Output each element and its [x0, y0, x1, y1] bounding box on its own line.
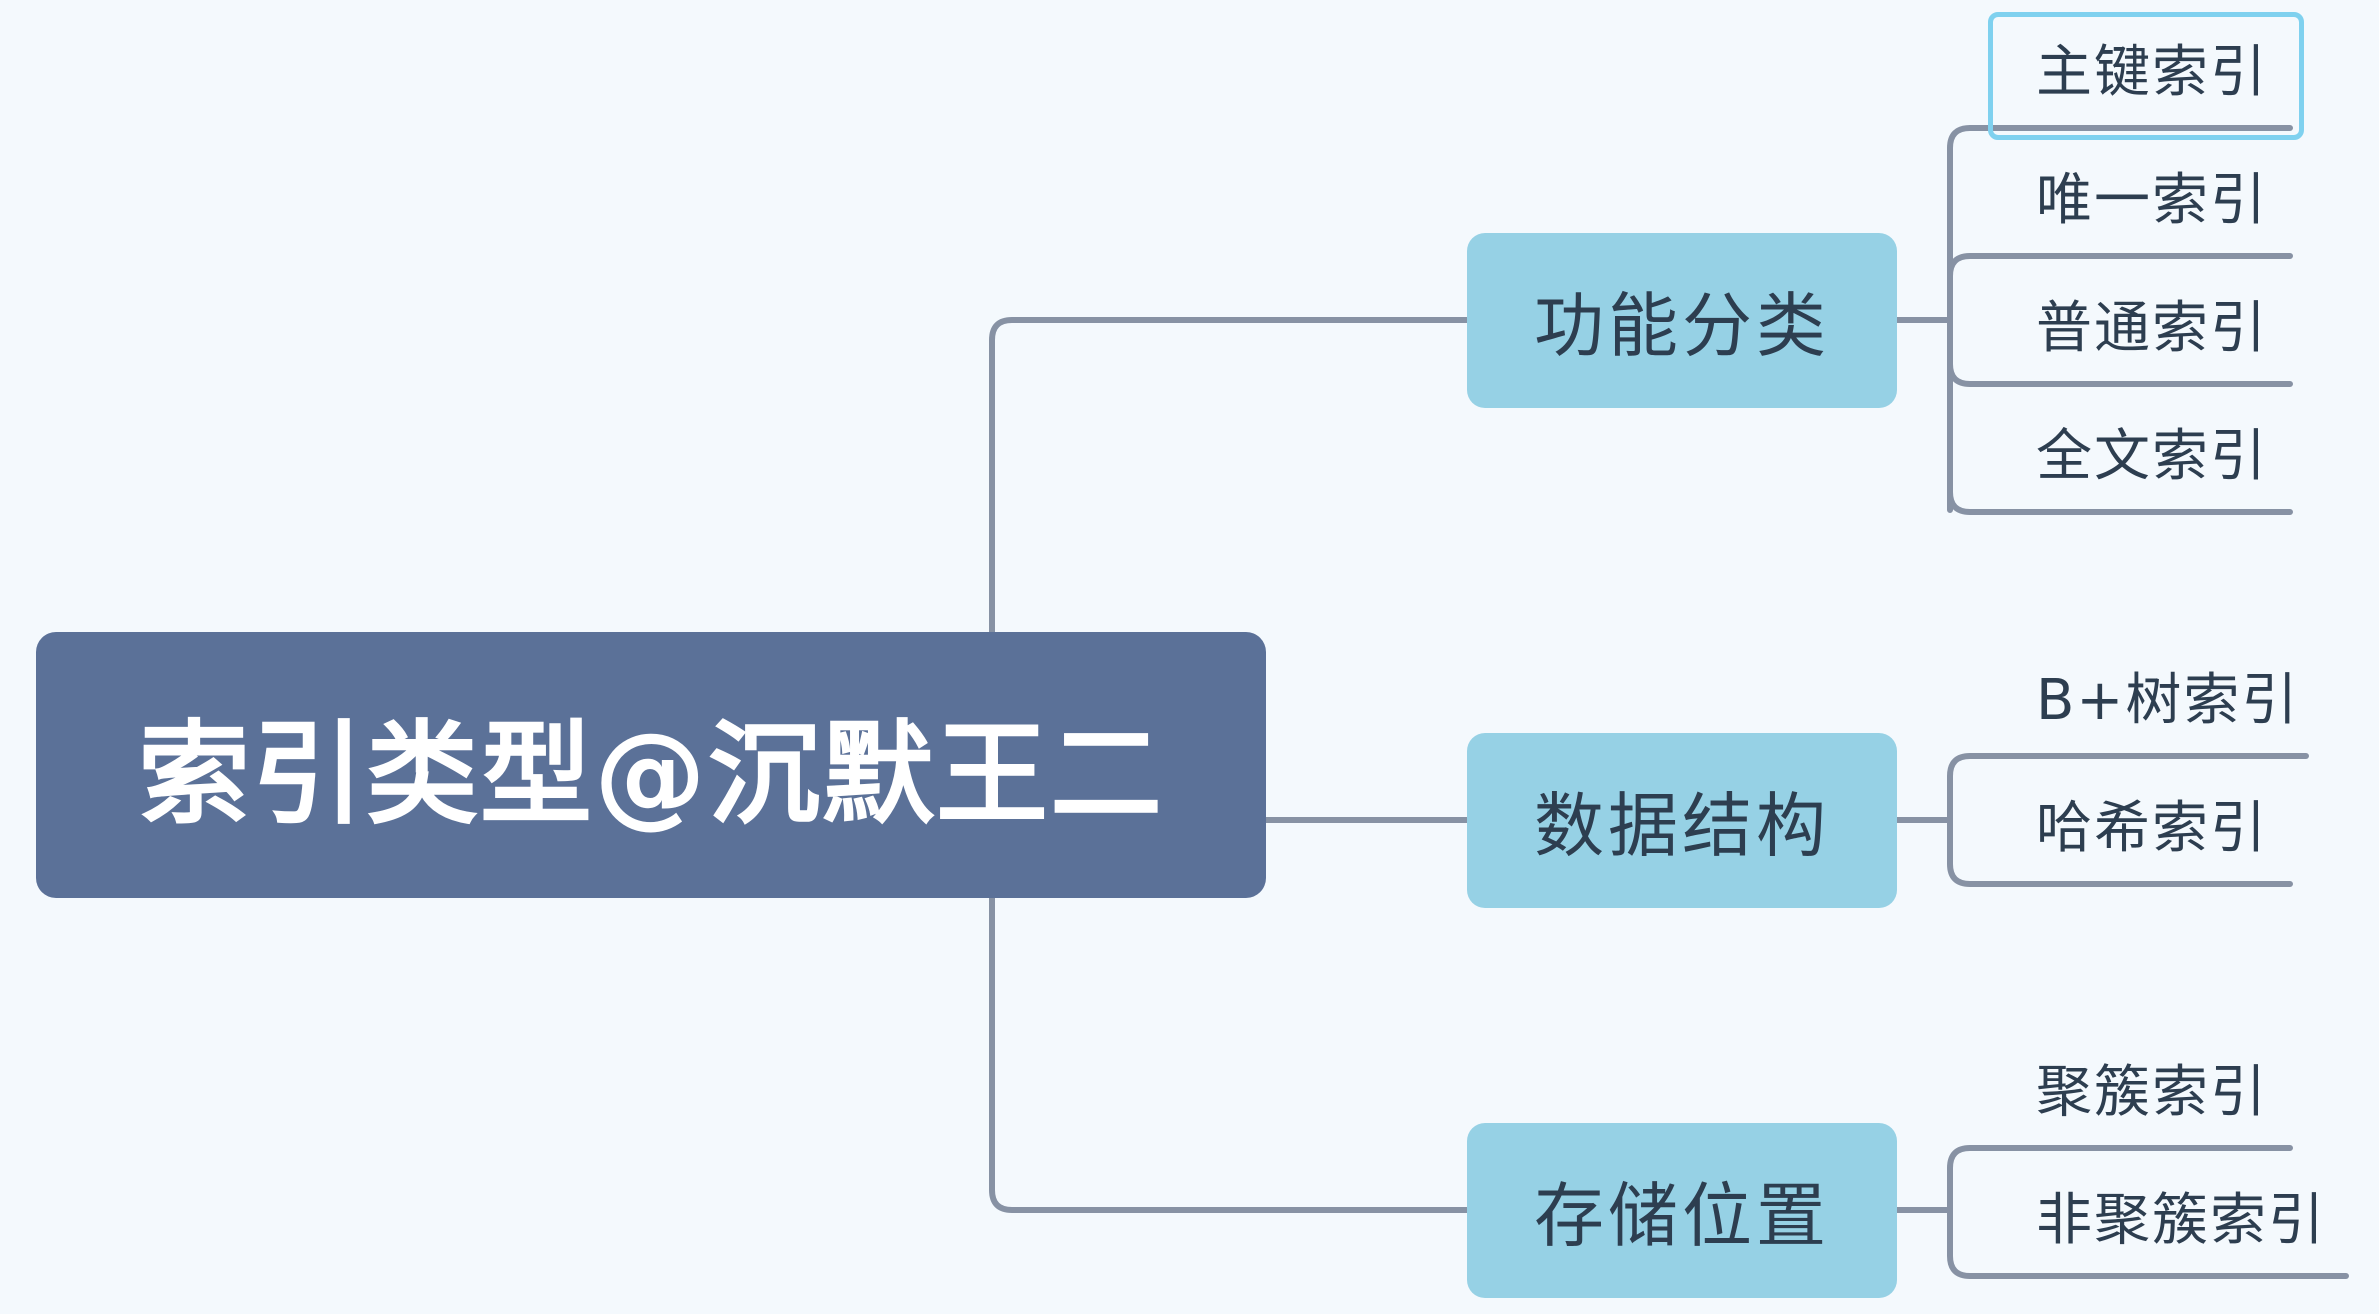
connector-branch-3-leaf-1 — [1947, 1145, 2293, 1213]
branch-topic-label: 功能分类 — [1534, 285, 1830, 367]
connector-branch-1-leaf-3 — [1947, 361, 2293, 387]
connector-root-branch-3 — [989, 895, 1470, 1213]
branch-topic-storage[interactable]: 存储位置 — [1467, 1123, 1897, 1298]
root-topic-label: 索引类型@沉默王二 — [138, 710, 1164, 840]
connector-branch-1-leaf-4 — [1947, 489, 2293, 515]
leaf-topic-label: B+树索引 — [2036, 668, 2300, 733]
leaf-topic-fulltext[interactable]: 全文索引 — [2036, 412, 2268, 502]
leaf-topic-label: 非聚簇索引 — [2036, 1188, 2326, 1253]
leaf-topic-label: 唯一索引 — [2036, 168, 2268, 233]
connector-branch-2-leaf-2 — [1947, 817, 2293, 887]
branch-topic-label: 数据结构 — [1534, 785, 1830, 867]
selection-outline — [1988, 12, 2304, 140]
root-topic[interactable]: 索引类型@沉默王二 — [36, 632, 1266, 898]
branch-topic-label: 存储位置 — [1534, 1175, 1830, 1257]
leaf-topic-label: 全文索引 — [2036, 424, 2268, 489]
leaf-topic-clustered[interactable]: 聚簇索引 — [2036, 1048, 2268, 1138]
leaf-topic-nonclustered[interactable]: 非聚簇索引 — [2036, 1176, 2326, 1266]
leaf-topic-hash[interactable]: 哈希索引 — [2036, 784, 2268, 874]
leaf-topic-label: 聚簇索引 — [2036, 1060, 2268, 1125]
connector-branch-1-leaf-1 — [1947, 125, 2293, 513]
connector-branch-1-leaf-2 — [1947, 253, 2293, 279]
branch-topic-data-structure[interactable]: 数据结构 — [1467, 733, 1897, 908]
leaf-topic-normal[interactable]: 普通索引 — [2036, 284, 2268, 374]
leaf-topic-primary-key[interactable]: 主键索引 — [2036, 28, 2268, 118]
branch-topic-function[interactable]: 功能分类 — [1467, 233, 1897, 408]
leaf-topic-label: 哈希索引 — [2036, 796, 2268, 861]
leaf-topic-unique[interactable]: 唯一索引 — [2036, 156, 2268, 246]
leaf-topic-label: 主键索引 — [2036, 40, 2268, 105]
leaf-topic-btree[interactable]: B+树索引 — [2036, 656, 2299, 746]
leaf-topic-label: 普通索引 — [2036, 296, 2268, 361]
connector-branch-3-leaf-2 — [1947, 1207, 2349, 1279]
connector-branch-2-leaf-1 — [1947, 753, 2309, 823]
connector-root-branch-1 — [989, 317, 1470, 635]
